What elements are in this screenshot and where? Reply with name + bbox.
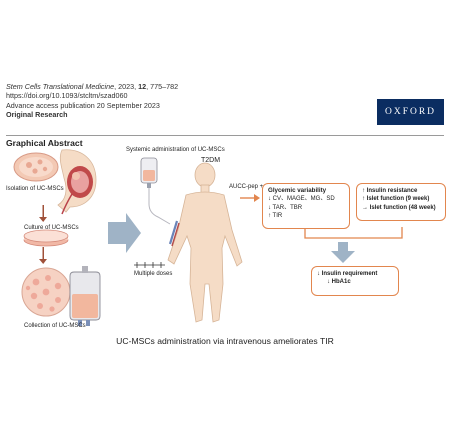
pregnancy-icon xyxy=(57,149,97,215)
label-aucc: AUCC-pep + xyxy=(229,184,264,190)
journal-volume: 12 xyxy=(138,82,147,91)
journal-citation: Stem Cells Translational Medicine, 2023,… xyxy=(6,82,178,120)
down-flow-arrow xyxy=(331,242,355,263)
journal-pages: , 775–782 xyxy=(146,82,179,91)
label-systemic: Systemic administration of UC-MSCs xyxy=(126,147,225,153)
patient-figure xyxy=(167,162,243,323)
dose-timeline xyxy=(134,262,165,268)
label-t2dm: T2DM xyxy=(201,157,221,164)
blue-flow-arrow xyxy=(108,213,141,253)
journal-year: , 2023, xyxy=(114,82,139,91)
insulin-line-1: ↑ Insulin resistance xyxy=(362,188,418,194)
oxford-logo[interactable]: OXFORD xyxy=(377,99,444,125)
label-collection: Collection of UC-MSCs xyxy=(24,323,86,329)
insulin-requirement-box: ↓ Insulin requirement ↓ HbA1c xyxy=(311,266,399,296)
cell-dish-icon xyxy=(21,267,71,317)
glycemic-line-1: ↓ CV、MAGE、MG、SD xyxy=(268,196,335,203)
journal-section: Original Research xyxy=(6,110,68,120)
journal-doi[interactable]: https://doi.org/10.1093/stcltm/szad060 xyxy=(6,91,128,101)
collection-bag-icon xyxy=(69,266,101,326)
insulin-line-2: ↑ Islet function (9 week) xyxy=(362,196,430,203)
glycemic-variability-box: Glycemic variability ↓ CV、MAGE、MG、SD ↓ T… xyxy=(262,183,350,229)
header-divider xyxy=(6,135,444,136)
journal-name: Stem Cells Translational Medicine xyxy=(6,82,115,91)
insulin-line-3: → Islet function (48 week) xyxy=(362,204,436,211)
abstract-caption: UC-MSCs administration via intravenous a… xyxy=(116,336,334,346)
culture-dish-icon xyxy=(23,229,69,247)
isolation-dish-icon xyxy=(13,152,59,182)
requirement-line-1: ↓ Insulin requirement xyxy=(317,271,378,277)
journal-advance: Advance access publication 20 September … xyxy=(6,100,160,110)
label-isolation: Isolation of UC-MSCs xyxy=(6,186,64,192)
glycemic-line-3: ↑ TIR xyxy=(268,212,283,219)
glycemic-heading: Glycemic variability xyxy=(268,187,327,194)
graphical-abstract-title: Graphical Abstract xyxy=(6,138,83,148)
requirement-line-2: ↓ HbA1c xyxy=(327,279,351,286)
glycemic-line-2: ↓ TAR、TBR xyxy=(268,204,303,211)
label-multiple-doses: Multiple doses xyxy=(134,271,173,277)
insulin-box: ↑ Insulin resistance ↑ Islet function (9… xyxy=(356,183,446,221)
iv-bag-icon xyxy=(140,157,171,225)
label-culture: Culture of UC-MSCs xyxy=(24,225,79,231)
